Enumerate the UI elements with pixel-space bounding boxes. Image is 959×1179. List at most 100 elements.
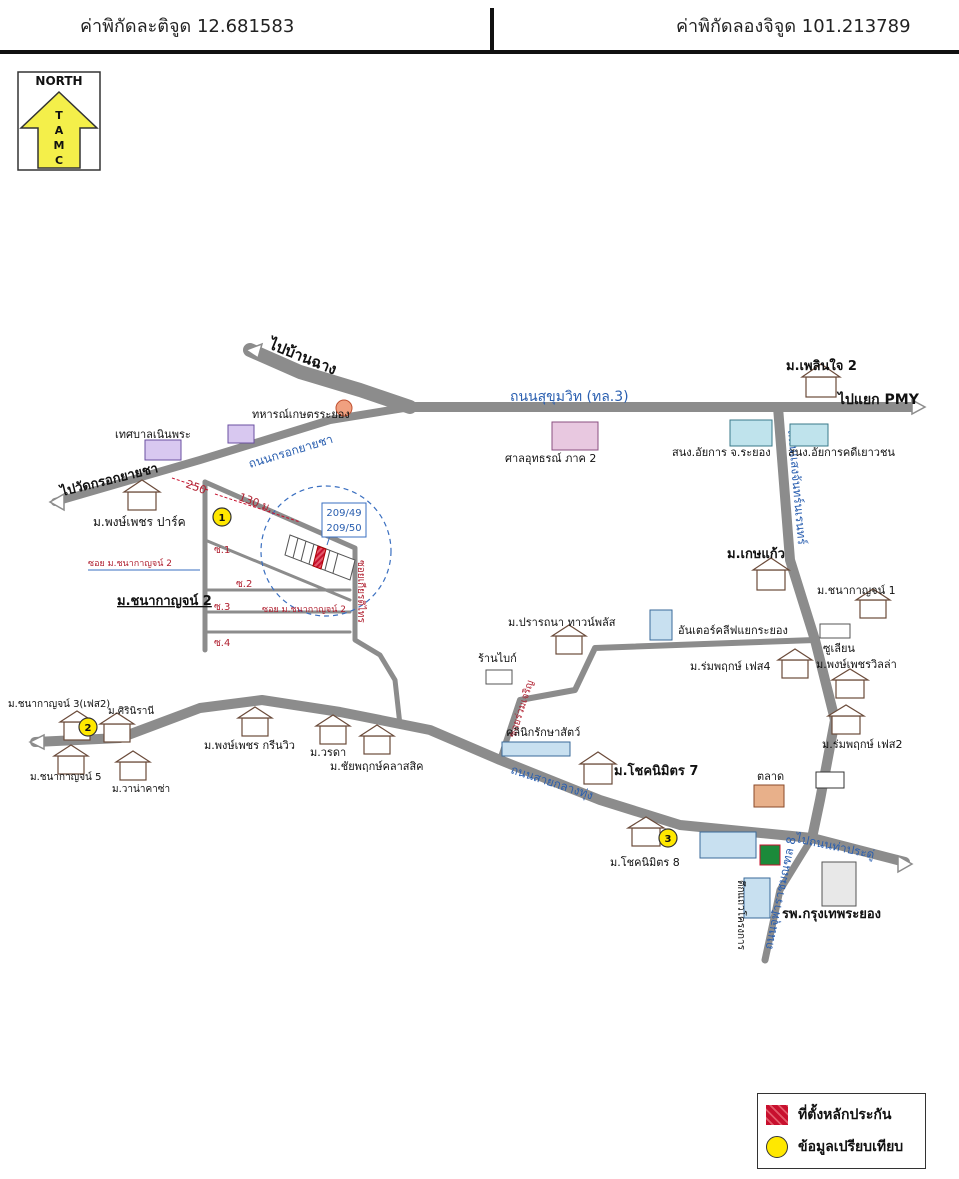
house-icon xyxy=(235,706,275,737)
house-icon xyxy=(313,714,353,745)
marker-3[interactable]: 3 xyxy=(658,828,678,848)
arrow-west-icon xyxy=(28,733,45,751)
place-label: ม.โชคนิมิตร 7 xyxy=(614,762,698,779)
house-icon xyxy=(751,557,791,591)
prosecutor-building-icon xyxy=(729,419,773,447)
collateral-lot-icon xyxy=(312,545,327,570)
place-label: ม.เพลินใจ 2 xyxy=(786,357,857,374)
house-icon xyxy=(578,751,618,785)
header-underline xyxy=(0,50,959,54)
legend-comparison: ข้อมูลเปรียบเทียบ xyxy=(766,1136,903,1158)
house-icon xyxy=(549,624,589,655)
house-icon xyxy=(113,750,153,781)
bike-shop-icon xyxy=(485,669,513,685)
place-label: ม.ชนากาญจน์ 5 xyxy=(30,771,101,783)
soi-label-1: ซ.1 xyxy=(214,545,230,556)
house-icon xyxy=(853,588,893,619)
house-icon xyxy=(97,712,137,743)
road-saeng-chan xyxy=(773,402,840,843)
house-icon xyxy=(625,816,667,847)
comparison-markers[interactable]: 1 2 3 xyxy=(78,507,678,848)
north-letter: T xyxy=(55,109,63,122)
market-icon xyxy=(753,784,785,808)
soi-label-kaeo: ซอยเกียรติไทร xyxy=(355,560,367,623)
place-label: ม.พงษ์เพชร กรีนวิว xyxy=(204,739,295,752)
road-label-sukhumvit: ถนนสุขุมวิท (ทล.3) xyxy=(510,389,629,405)
place-label: ตลาด xyxy=(757,770,784,783)
seven-eleven-icon xyxy=(759,844,781,866)
svg-text:1: 1 xyxy=(219,513,226,524)
place-label: ม.ร่มพฤกษ์ เฟส2 xyxy=(822,738,903,751)
arrow-ban-chang-icon xyxy=(244,342,264,360)
lot-number-2: 209/50 xyxy=(326,523,361,534)
place-label: ซูเลียน xyxy=(823,642,855,655)
hospital-icon xyxy=(821,861,857,907)
place-label: อันเตอร์คลีฟแยกระยอง xyxy=(678,624,788,637)
location-map[interactable]: NORTH T A M C 2 xyxy=(0,54,959,1179)
legend-collateral: ที่ตั้งหลักประกัน xyxy=(766,1104,891,1126)
road-label-tha-prado: ไปถนนท่าประดู่ xyxy=(793,831,876,863)
distance-130: 130 ม. xyxy=(237,491,275,515)
place-label: ตึกแถวโครงการ xyxy=(735,880,748,951)
place-label: ม.ชนากาญจน์ 2 xyxy=(117,593,212,609)
traffic-light-icon xyxy=(335,399,353,417)
place-label: สนง.อัยการ จ.ระยอง xyxy=(672,446,771,459)
place-label: ม.ชนากาญจน์ 1 xyxy=(817,584,896,597)
vet-clinic-icon xyxy=(501,741,571,757)
arrow-wat-krok-icon xyxy=(48,492,65,512)
svg-text:2: 2 xyxy=(85,723,92,734)
office-icons xyxy=(144,399,857,919)
marker-1[interactable]: 1 xyxy=(212,507,232,527)
military-building-icon xyxy=(227,424,255,444)
place-label: ทหารณ์เกษตรระยอง xyxy=(252,408,350,421)
place-label: ศาลอุทธรณ์ ภาค 2 xyxy=(505,452,596,465)
direction-pmy: ไปแยก PMY xyxy=(836,390,920,408)
soi-label-3: ซ.3 xyxy=(214,602,230,613)
shophouse-icon xyxy=(699,831,757,859)
place-label: ม.วรดา xyxy=(310,746,346,759)
north-letter: A xyxy=(55,124,64,137)
store-sign-icon xyxy=(815,771,845,789)
collateral-zoom-circle xyxy=(260,485,392,617)
place-label: ม.เกษแก้ว xyxy=(727,546,785,562)
longitude-label: ค่าพิกัดลองจิจูด 101.213789 xyxy=(676,15,911,37)
prosecutor2-building-icon xyxy=(789,423,829,447)
road-kroksaicha xyxy=(51,403,414,506)
soi-label-left: ซอย ม.ชนากาญจน์ 2 xyxy=(88,557,172,569)
place-label: ม.โชคนิมิตร 8 xyxy=(610,855,680,869)
legend-collateral-label: ที่ตั้งหลักประกัน xyxy=(798,1107,892,1123)
map-legend: ที่ตั้งหลักประกัน ข้อมูลเปรียบเทียบ xyxy=(757,1093,926,1169)
comparison-swatch-icon xyxy=(766,1136,788,1158)
supermarket-icon xyxy=(819,623,851,639)
house-icon xyxy=(51,744,91,775)
latitude-label: ค่าพิกัดละติจูด 12.681583 xyxy=(80,15,295,37)
north-arrow-icon: NORTH T A M C xyxy=(17,71,101,171)
soi-main xyxy=(202,479,403,728)
north-letter: C xyxy=(55,154,63,167)
place-label: ม.วาน่าคาซ่า xyxy=(112,784,170,795)
place-label: ร้านไบก์ xyxy=(478,652,517,665)
header-divider xyxy=(490,8,494,52)
direction-arrows xyxy=(28,342,927,874)
arrow-pmy-icon xyxy=(911,398,927,416)
place-label: ม.ศิรินิรานี xyxy=(108,705,154,717)
legend-comparison-label: ข้อมูลเปรียบเทียบ xyxy=(798,1139,904,1155)
marker-2[interactable]: 2 xyxy=(78,717,98,737)
municipality-building-icon xyxy=(144,439,182,461)
place-label: รพ.กรุงเทพระยอง xyxy=(782,907,881,922)
place-labels: ม.เพลินใจ 2 ทหารณ์เกษตรระยอง ศาลอุทธรณ์ … xyxy=(8,357,903,951)
laundry-building-icon xyxy=(649,609,673,641)
house-icon xyxy=(775,648,815,679)
coordinate-header: ค่าพิกัดละติจูด 12.681583 ค่าพิกัดลองจิจ… xyxy=(0,0,959,54)
road-network xyxy=(30,343,920,964)
place-label: ม.พงษ์เพชร ปาร์ค xyxy=(93,515,186,529)
place-label: เทศบาลเนินพระ xyxy=(115,428,191,441)
house-icon xyxy=(825,704,867,735)
building-icons xyxy=(51,363,893,847)
soi-label-mid: ซอย ม.ชนากาญจน์ 2 xyxy=(262,603,346,615)
place-label: ม.ปรารถนา ทาวน์พลัส xyxy=(508,616,616,629)
north-letter: M xyxy=(54,139,65,152)
north-title: NORTH xyxy=(35,74,82,88)
road-label-sai-klang-thung: ถนนสายกลางทุ่ง xyxy=(509,763,595,804)
svg-text:3: 3 xyxy=(665,834,672,845)
